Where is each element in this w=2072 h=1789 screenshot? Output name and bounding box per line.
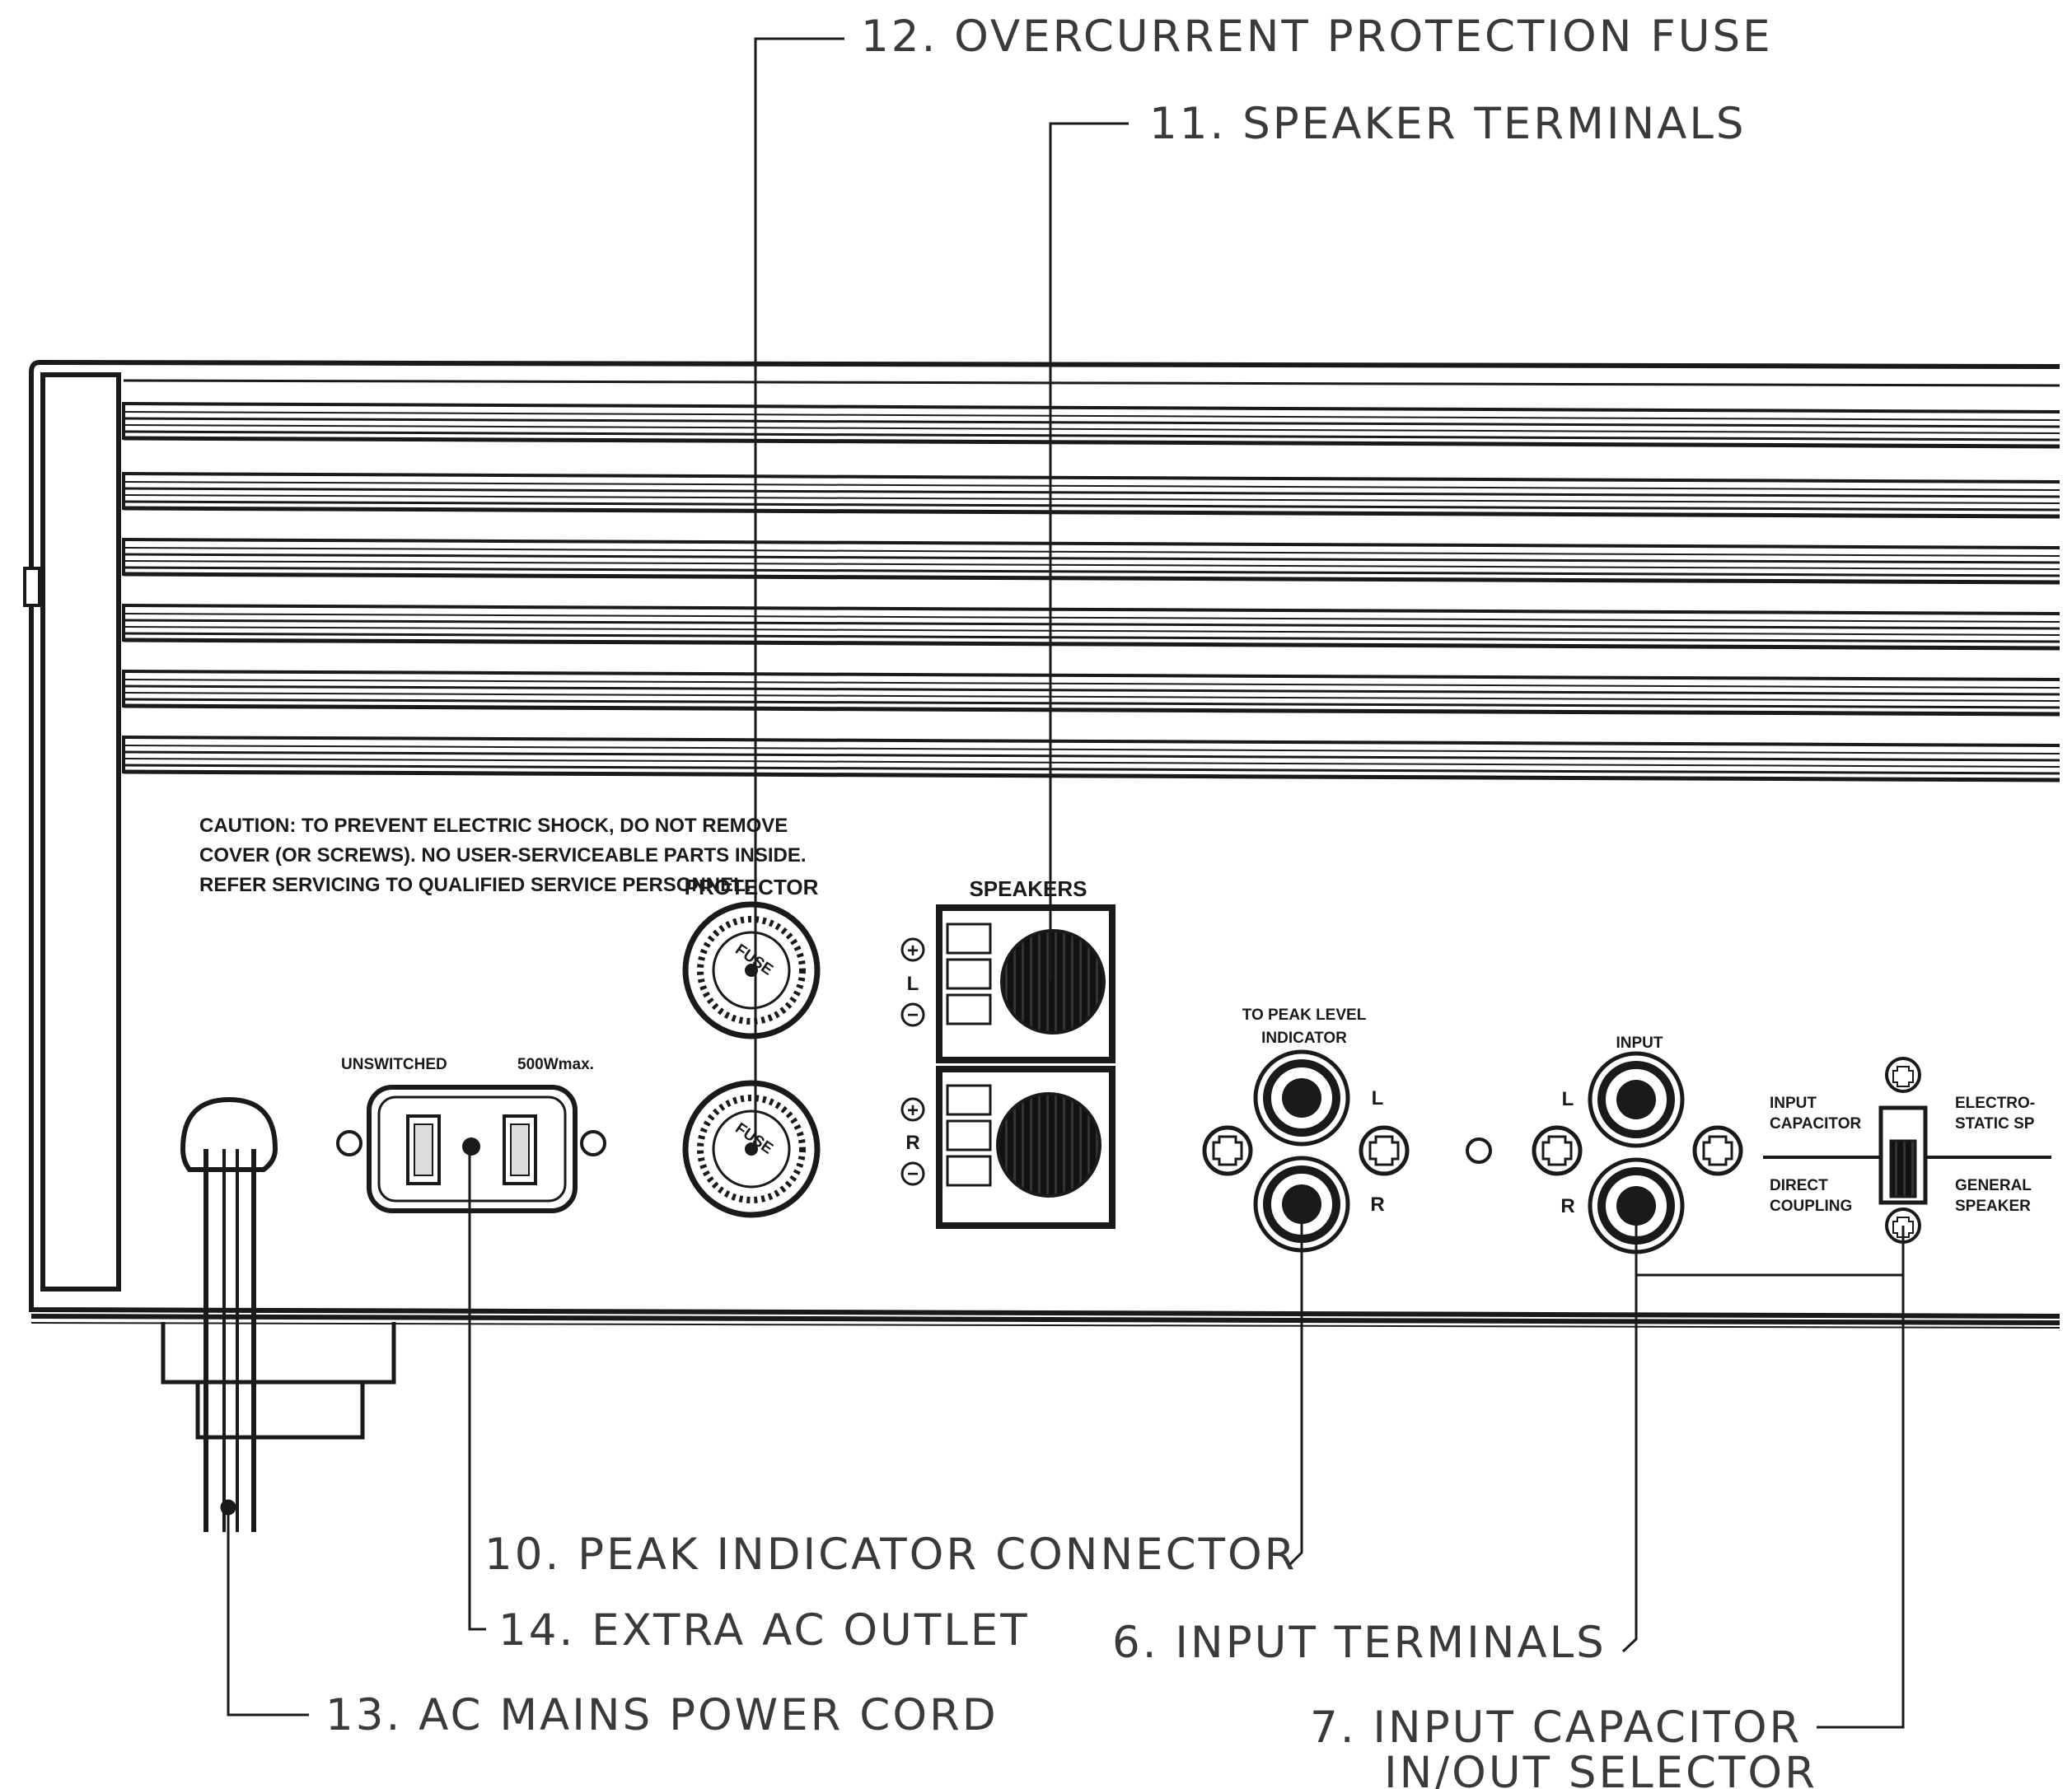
caution-line-1: CAUTION: TO PREVENT ELECTRIC SHOCK, DO N… xyxy=(199,815,788,837)
heatsink-fin xyxy=(122,604,2060,651)
heatsink-fins xyxy=(122,379,2060,782)
sel-general-line-2: SPEAKER xyxy=(1955,1198,2031,1215)
chassis-hole xyxy=(1466,1137,1492,1164)
peak-jack-l xyxy=(1253,1049,1350,1147)
caution-line-3: REFER SERVICING TO QUALIFIED SERVICE PER… xyxy=(199,874,751,896)
input-l-label: L xyxy=(1562,1088,1574,1110)
sel-electrostatic-line-2: STATIC SP xyxy=(1955,1115,2035,1133)
input-jack-l xyxy=(1588,1051,1685,1148)
callouts: 12. OVERCURRENT PROTECTION FUSE 11. SPEA… xyxy=(325,12,1817,1789)
sel-direct-line-1: DIRECT xyxy=(1770,1177,1828,1194)
peak-indicator-connector: TO PEAK LEVEL INDICATOR L R xyxy=(1202,1007,1410,1253)
input-label: INPUT xyxy=(1616,1035,1663,1052)
chassis xyxy=(23,359,2060,1440)
leader-lines xyxy=(227,37,1905,1729)
heatsink-fin xyxy=(122,736,2060,782)
callout-13-power-cord: 13. AC MAINS POWER CORD xyxy=(325,1690,999,1740)
sel-input-cap-line-1: INPUT xyxy=(1770,1095,1817,1112)
peak-l-label: L xyxy=(1372,1087,1384,1109)
speakers-label: SPEAKERS xyxy=(969,876,1087,901)
extra-ac-outlet: UNSWITCHED 500Wmax. xyxy=(336,1056,606,1213)
speaker-terminal-right xyxy=(936,1066,1116,1229)
input-capacitor-selector: INPUT CAPACITOR DIRECT COUPLING ELECTRO-… xyxy=(1763,1057,2051,1244)
svg-text:+: + xyxy=(907,940,919,962)
heatsink-fin xyxy=(122,402,2060,449)
speaker-polarity-l: + L − xyxy=(900,937,925,1027)
ac-power-cord xyxy=(180,1096,278,1532)
sel-direct-line-2: COUPLING xyxy=(1770,1198,1852,1215)
protector-label: PROTECTOR xyxy=(685,875,819,899)
callout-7-line-1: 7. INPUT CAPACITOR xyxy=(1310,1703,1802,1753)
speaker-l-label: L xyxy=(907,973,919,995)
sel-input-cap-line-2: CAPACITOR xyxy=(1770,1115,1861,1133)
svg-text:−: − xyxy=(907,1004,919,1026)
callout-11-speaker-terminals: 11. SPEAKER TERMINALS xyxy=(1149,99,1747,149)
peak-label-line-1: TO PEAK LEVEL xyxy=(1242,1007,1367,1024)
svg-text:+: + xyxy=(907,1100,919,1122)
heatsink-fin xyxy=(122,472,2060,519)
outlet-unswitched-label: UNSWITCHED xyxy=(341,1056,447,1073)
callout-7-line-2: IN/OUT SELECTOR xyxy=(1384,1748,1817,1789)
protector-fuses: PROTECTOR FUSE FUSE xyxy=(682,875,821,1218)
caution-line-2: COVER (OR SCREWS). NO USER-SERVICEABLE P… xyxy=(199,844,807,866)
peak-label-line-2: INDICATOR xyxy=(1261,1030,1347,1047)
fuse-holder-upper: FUSE xyxy=(682,901,821,1039)
sel-electrostatic-line-1: ELECTRO- xyxy=(1955,1095,2035,1112)
peak-screw-left xyxy=(1202,1125,1253,1176)
speaker-polarity-r: + R − xyxy=(900,1097,925,1186)
heatsink-fin xyxy=(122,538,2060,585)
side-handle xyxy=(40,372,121,1292)
callout-12-fuse: 12. OVERCURRENT PROTECTION FUSE xyxy=(861,12,1773,62)
callout-6-input-terminals: 6. INPUT TERMINALS xyxy=(1112,1618,1607,1668)
callout-10-peak-indicator: 10. PEAK INDICATOR CONNECTOR xyxy=(484,1530,1298,1580)
speaker-terminal-left xyxy=(936,904,1116,1063)
sel-general-line-1: GENERAL xyxy=(1955,1177,2032,1194)
speaker-terminals: SPEAKERS + L − + R − xyxy=(900,876,1116,1229)
svg-text:−: − xyxy=(907,1163,919,1185)
input-screw-left xyxy=(1532,1125,1583,1176)
input-r-label: R xyxy=(1560,1195,1574,1217)
speaker-r-label: R xyxy=(905,1132,919,1154)
outlet-rating-label: 500Wmax. xyxy=(517,1056,594,1073)
fuse-holder-lower: FUSE xyxy=(682,1080,821,1218)
peak-screw-right xyxy=(1359,1125,1410,1176)
heatsink-fin xyxy=(122,670,2060,717)
peak-r-label: R xyxy=(1370,1193,1384,1216)
chassis-foot xyxy=(161,1322,396,1385)
input-screw-right xyxy=(1692,1125,1743,1176)
callout-14-ac-outlet: 14. EXTRA AC OUTLET xyxy=(498,1605,1030,1656)
caution-label: CAUTION: TO PREVENT ELECTRIC SHOCK, DO N… xyxy=(199,815,807,896)
